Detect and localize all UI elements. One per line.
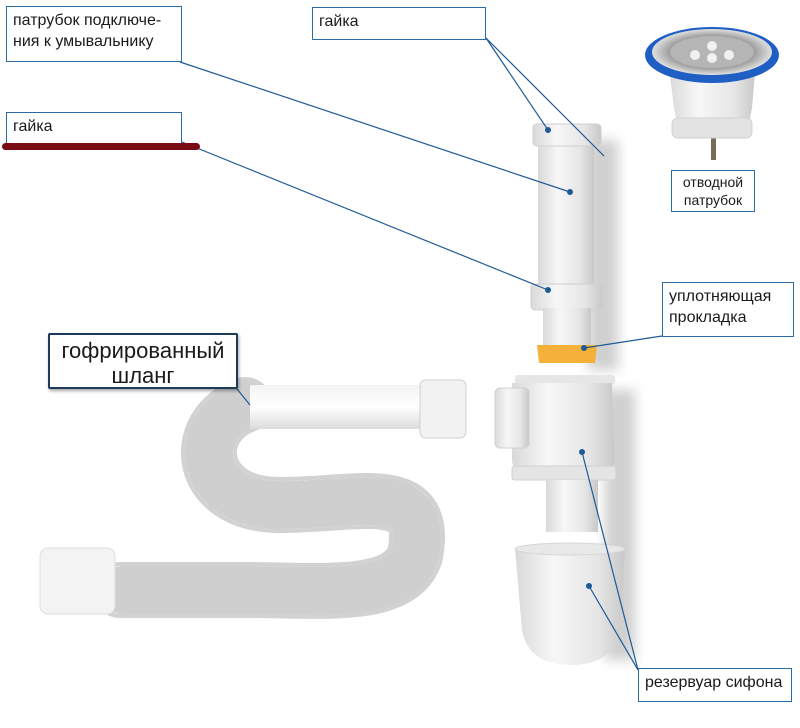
label-outlet-line-2: патрубок bbox=[683, 192, 743, 208]
label-reservoir-text: резервуар сифона bbox=[645, 674, 783, 691]
label-outlet-line-1: отводной bbox=[682, 174, 744, 190]
label-nut-left: гайка bbox=[6, 112, 182, 144]
label-reservoir: резервуар сифона bbox=[638, 668, 792, 702]
label-gasket-line-1: уплотняющая bbox=[669, 288, 772, 305]
label-outlet: отводной патрубок bbox=[671, 170, 755, 212]
label-nut-left-text: гайка bbox=[13, 118, 53, 135]
highlight-underline bbox=[2, 143, 200, 150]
label-sink-connector-line-1: патрубок подключе- bbox=[13, 12, 162, 29]
label-gasket-line-2: прокладка bbox=[669, 309, 747, 326]
label-corrugated-hose-line-2: шланг bbox=[111, 363, 175, 388]
outlet-drain-image bbox=[645, 27, 779, 160]
label-nut-top-text: гайка bbox=[319, 13, 359, 30]
siphon-body-image bbox=[494, 375, 626, 665]
corrugated-hose-image bbox=[39, 377, 467, 619]
label-sink-connector-line-2: ния к умывальнику bbox=[13, 33, 154, 50]
label-gasket: уплотняющая прокладка bbox=[662, 282, 794, 337]
label-nut-top: гайка bbox=[312, 7, 486, 40]
leader-dots bbox=[545, 127, 592, 589]
label-corrugated-hose-line-1: гофрированный bbox=[61, 338, 225, 363]
leader-lines bbox=[179, 37, 663, 671]
label-sink-connector: патрубок подключе- ния к умывальнику bbox=[6, 6, 182, 62]
label-corrugated-hose: гофрированный шланг bbox=[48, 333, 238, 389]
